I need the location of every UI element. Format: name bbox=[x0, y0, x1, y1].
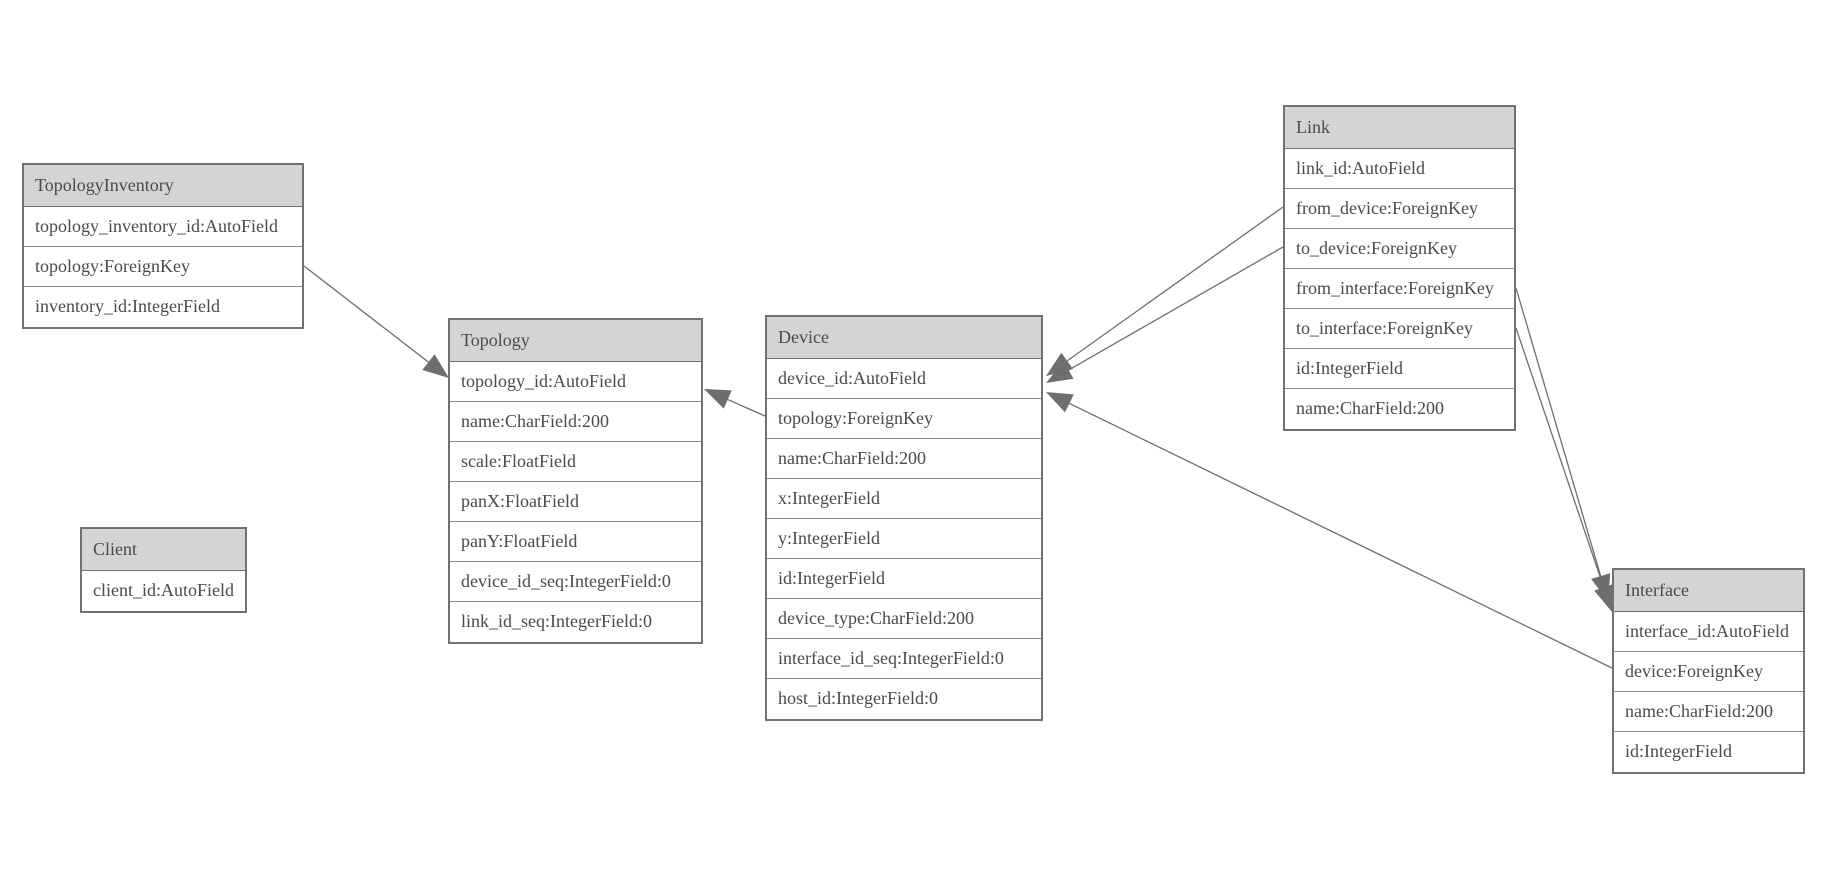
entity-field: interface_id_seq:IntegerField:0 bbox=[767, 639, 1041, 679]
entity-field: id:IntegerField bbox=[1285, 349, 1514, 389]
entity-field: topology:ForeignKey bbox=[24, 247, 302, 287]
entity-field: id:IntegerField bbox=[767, 559, 1041, 599]
entity-field: device_id:AutoField bbox=[767, 359, 1041, 399]
entity-field: interface_id:AutoField bbox=[1614, 612, 1803, 652]
entity-field: from_device:ForeignKey bbox=[1285, 189, 1514, 229]
entity-title: Device bbox=[767, 317, 1041, 359]
entity-field: from_interface:ForeignKey bbox=[1285, 269, 1514, 309]
entity-field: panY:FloatField bbox=[450, 522, 701, 562]
entity-field: host_id:IntegerField:0 bbox=[767, 679, 1041, 719]
entity-field: name:CharField:200 bbox=[1285, 389, 1514, 429]
entity-title: Interface bbox=[1614, 570, 1803, 612]
entity-field: inventory_id:IntegerField bbox=[24, 287, 302, 327]
entity-field: name:CharField:200 bbox=[450, 402, 701, 442]
entity-field: y:IntegerField bbox=[767, 519, 1041, 559]
entity-field: to_interface:ForeignKey bbox=[1285, 309, 1514, 349]
entity-field: topology_id:AutoField bbox=[450, 362, 701, 402]
entity-field: client_id:AutoField bbox=[82, 571, 245, 611]
entity-field: id:IntegerField bbox=[1614, 732, 1803, 772]
entity-field: topology_inventory_id:AutoField bbox=[24, 207, 302, 247]
entity-field: device:ForeignKey bbox=[1614, 652, 1803, 692]
entity-field: x:IntegerField bbox=[767, 479, 1041, 519]
entity-title: TopologyInventory bbox=[24, 165, 302, 207]
entity-title: Link bbox=[1285, 107, 1514, 149]
entity-field: device_id_seq:IntegerField:0 bbox=[450, 562, 701, 602]
entity-field: panX:FloatField bbox=[450, 482, 701, 522]
entity-field: name:CharField:200 bbox=[1614, 692, 1803, 732]
entity-field: link_id:AutoField bbox=[1285, 149, 1514, 189]
entity-field: name:CharField:200 bbox=[767, 439, 1041, 479]
entity-field: scale:FloatField bbox=[450, 442, 701, 482]
entity-title: Topology bbox=[450, 320, 701, 362]
entity-field: to_device:ForeignKey bbox=[1285, 229, 1514, 269]
entity-field: device_type:CharField:200 bbox=[767, 599, 1041, 639]
entity-title: Client bbox=[82, 529, 245, 571]
entity-field: topology:ForeignKey bbox=[767, 399, 1041, 439]
entity-field: link_id_seq:IntegerField:0 bbox=[450, 602, 701, 642]
